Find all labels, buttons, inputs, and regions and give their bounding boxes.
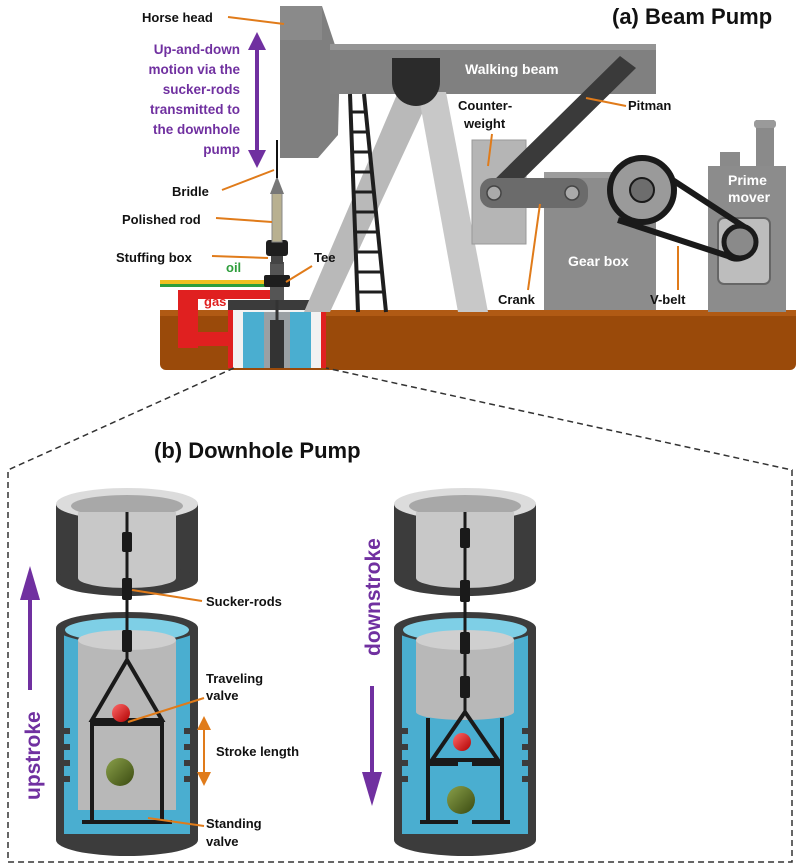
prime-mover	[708, 120, 786, 312]
v-belt	[607, 155, 759, 262]
counterweight-label-2: weight	[463, 116, 506, 131]
stroke-length-label: Stroke length	[216, 744, 299, 759]
bridle-label: Bridle	[172, 184, 209, 199]
up-down-motion-arrow	[248, 32, 266, 168]
pump-barrel	[56, 612, 198, 856]
sucker-rod-string	[122, 512, 132, 660]
traveling-valve-ball	[112, 704, 130, 722]
walking-beam-label: Walking beam	[465, 61, 559, 77]
traveling-valve-label-2: valve	[206, 688, 239, 703]
plunger-cage	[420, 708, 510, 824]
standing-valve-label-2: valve	[206, 834, 239, 849]
motion-text-line: sucker-rods	[163, 82, 240, 97]
wellhead-tee	[264, 262, 290, 300]
prime-mover-label-2: mover	[728, 189, 771, 205]
pitman-arm	[488, 56, 636, 198]
horse-head-label: Horse head	[142, 10, 213, 25]
gear-box-label: Gear box	[568, 253, 629, 269]
crank-label: Crank	[498, 292, 536, 307]
traveling-valve-ball	[453, 733, 471, 751]
standing-valve-label-1: Standing	[206, 816, 262, 831]
upstroke-pump	[56, 488, 198, 856]
downhole-pump-title: (b) Downhole Pump	[154, 438, 361, 463]
motion-text-line: Up-and-down	[154, 42, 240, 57]
tee-label: Tee	[314, 250, 335, 265]
downstroke-pump	[394, 488, 536, 856]
oil-label: oil	[226, 260, 241, 275]
motion-text-line: the downhole	[153, 122, 240, 137]
motion-text-line: transmitted to	[150, 102, 240, 117]
sucker-rod-string	[460, 512, 470, 712]
saddle-bearing	[392, 58, 440, 106]
polished-rod	[271, 191, 283, 243]
polished-rod-label: Polished rod	[122, 212, 201, 227]
motion-description: Up-and-down motion via the sucker-rods t…	[148, 42, 240, 157]
prime-mover-label-1: Prime	[728, 172, 767, 188]
v-belt-label: V-belt	[650, 292, 686, 307]
stroke-length-arrow	[197, 716, 211, 786]
counterweight-label-1: Counter-	[458, 98, 512, 113]
gas-label: gas	[204, 294, 226, 309]
horse-head	[280, 6, 340, 158]
motion-text-line: motion via the	[148, 62, 240, 77]
motion-text-line: pump	[203, 142, 240, 157]
crank	[480, 178, 588, 208]
ladder	[348, 93, 388, 313]
gas-line	[178, 290, 273, 348]
standing-valve-ball	[106, 758, 134, 786]
stuffing-box-label: Stuffing box	[116, 250, 193, 265]
beam-pump-title: (a) Beam Pump	[612, 4, 772, 29]
traveling-valve-label-1: Traveling	[206, 671, 263, 686]
oil-line	[160, 280, 280, 287]
sampson-post	[304, 92, 488, 312]
wellhead	[228, 300, 328, 368]
upstroke-arrow	[20, 566, 40, 690]
sucker-rods-label: Sucker-rods	[206, 594, 282, 609]
carrier-bar	[270, 176, 284, 194]
downstroke-arrow	[362, 686, 382, 806]
standing-valve-ball	[447, 786, 475, 814]
downstroke-label: downstroke	[362, 538, 385, 656]
stuffing-box	[266, 240, 288, 264]
zoom-callout-frame	[7, 367, 793, 863]
plunger-cage	[82, 656, 172, 824]
pitman-label: Pitman	[628, 98, 671, 113]
upstroke-label: upstroke	[22, 711, 45, 800]
